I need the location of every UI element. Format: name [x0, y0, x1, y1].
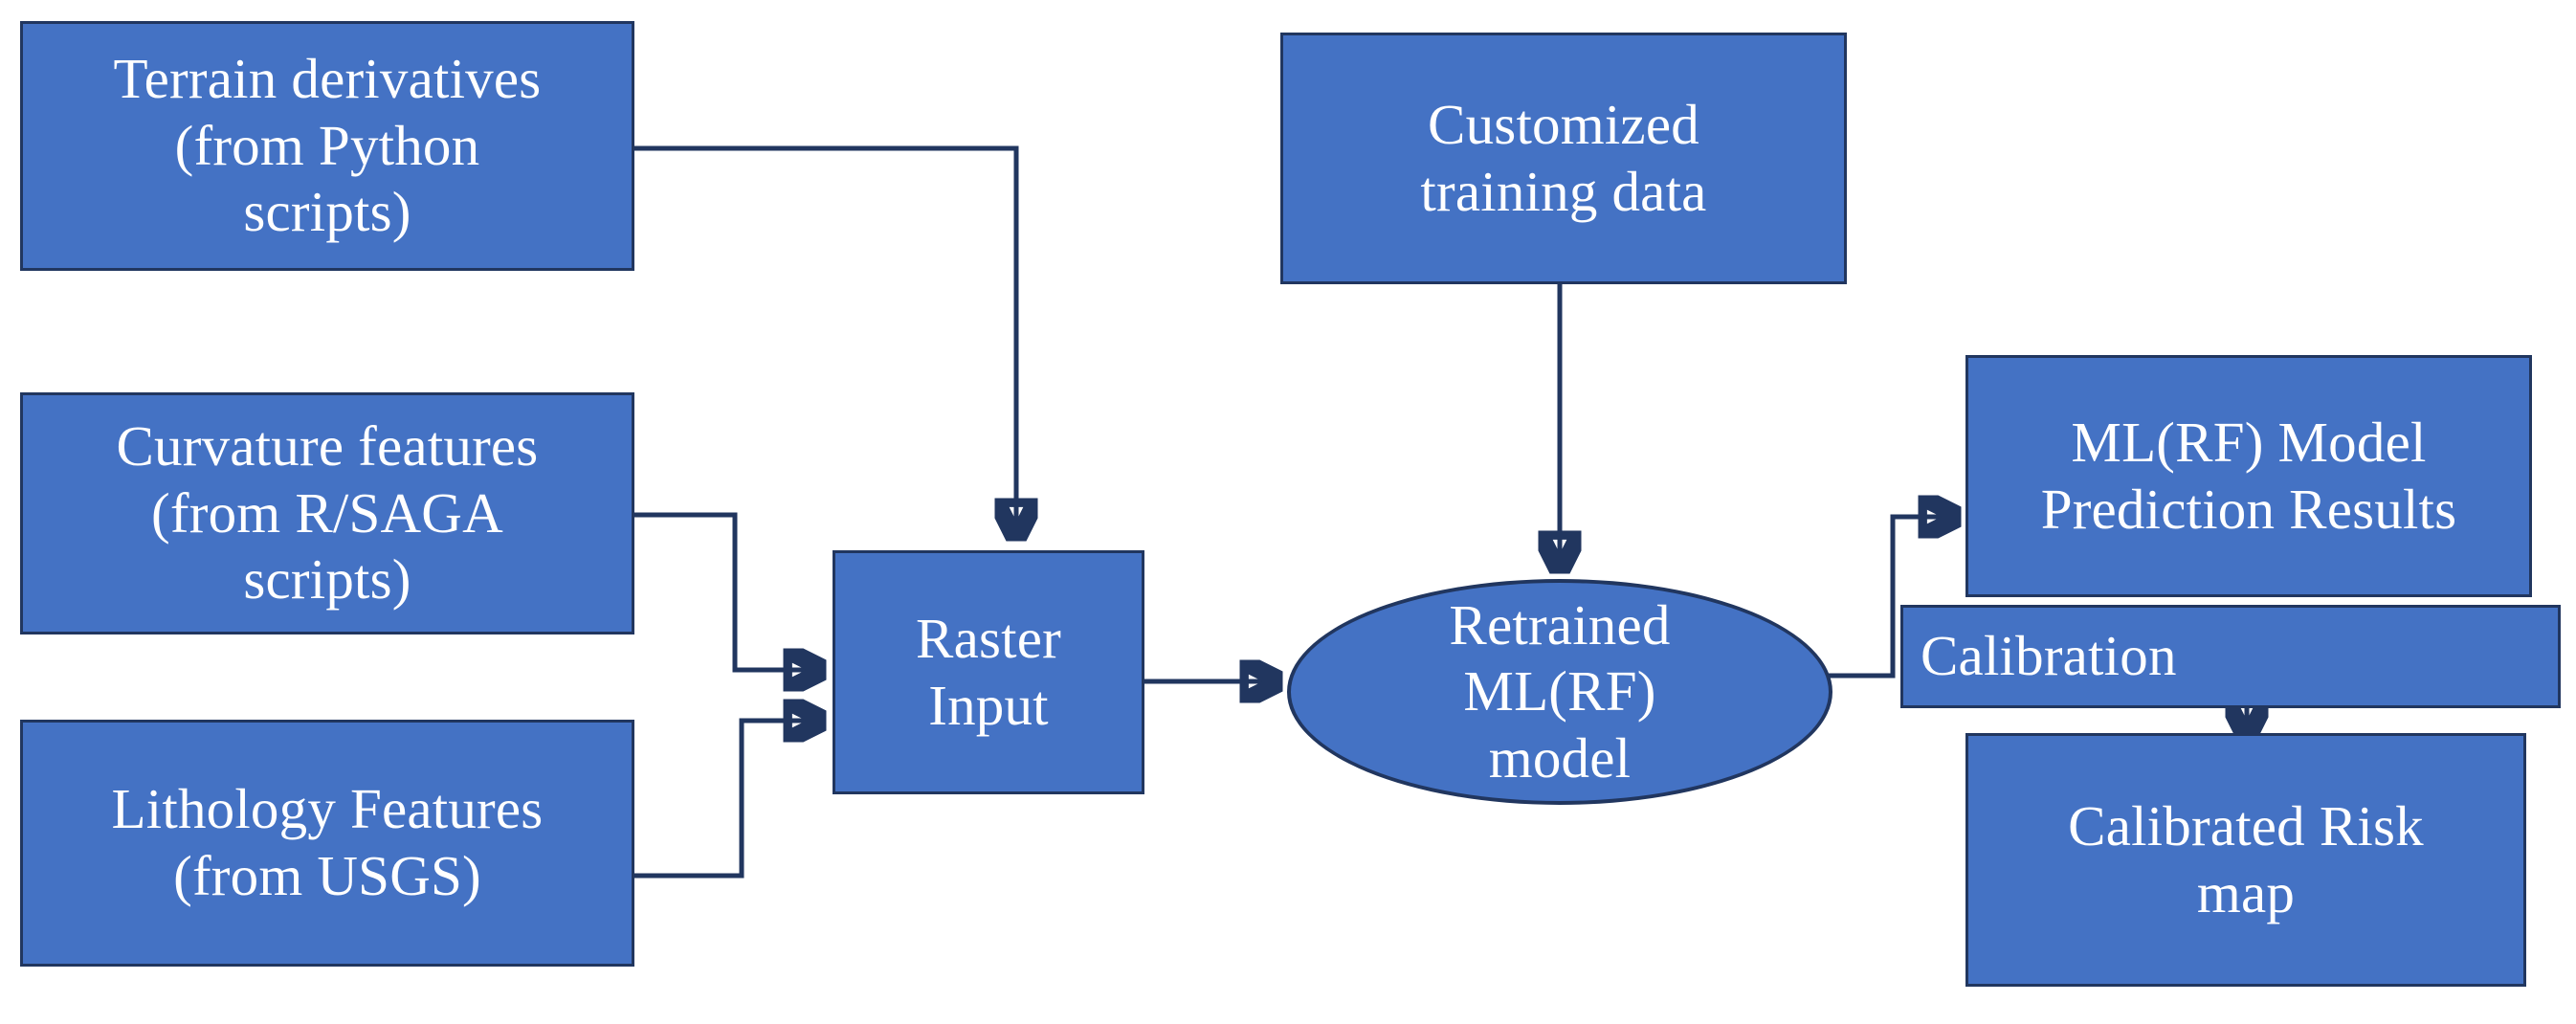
node-curvature-features[interactable]: Curvature features (from R/SAGA scripts) — [20, 392, 634, 634]
edge-lithology-to-raster — [634, 721, 819, 879]
edge-curvature-to-raster — [634, 512, 819, 670]
node-raster-input[interactable]: Raster Input — [833, 550, 1144, 794]
node-ml-rf-model-prediction-results[interactable]: ML(RF) Model Prediction Results — [1965, 355, 2532, 597]
node-calibrated-risk-map[interactable]: Calibrated Risk map — [1965, 733, 2526, 987]
node-customized-training-data[interactable]: Customized training data — [1280, 33, 1847, 284]
node-calibration[interactable]: Calibration — [1900, 605, 2561, 708]
node-lithology-features[interactable]: Lithology Features (from USGS) — [20, 720, 634, 967]
edge-terrain-to-raster — [634, 145, 1016, 534]
node-terrain-derivatives[interactable]: Terrain derivatives (from Python scripts… — [20, 21, 634, 271]
node-retrained-ml-rf-model[interactable]: Retrained ML(RF) model — [1287, 579, 1832, 805]
